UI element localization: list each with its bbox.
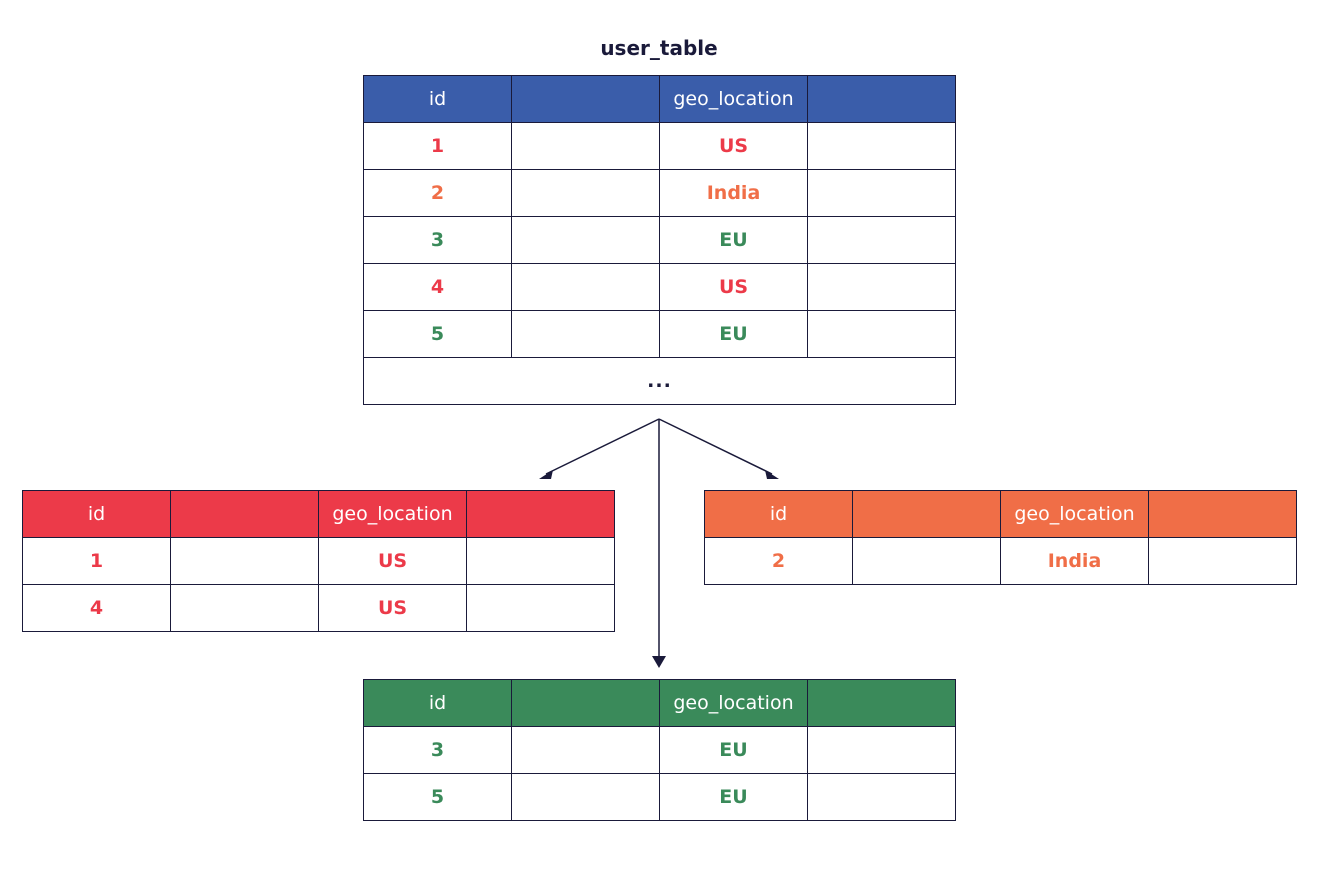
blank-cell bbox=[511, 310, 660, 358]
arrowhead-india bbox=[765, 470, 779, 479]
table-row: 4 US bbox=[22, 584, 615, 632]
main-table-title: user_table bbox=[600, 36, 718, 60]
table-row: 4 US bbox=[363, 263, 956, 311]
header-cell-blank bbox=[1148, 490, 1297, 538]
blank-cell bbox=[852, 537, 1001, 585]
geo-cell: India bbox=[1000, 537, 1149, 585]
blank-cell bbox=[511, 773, 660, 821]
id-cell: 4 bbox=[22, 584, 171, 632]
geo-cell: US bbox=[318, 537, 467, 585]
geo-cell: EU bbox=[659, 216, 808, 264]
us-table: id geo_location 1 US 4 US bbox=[22, 490, 615, 632]
arrow-to-india-table bbox=[658, 418, 773, 475]
header-cell-geo-location: geo_location bbox=[659, 679, 808, 727]
header-cell-geo-location: geo_location bbox=[1000, 490, 1149, 538]
id-cell: 2 bbox=[363, 169, 512, 217]
id-cell: 4 bbox=[363, 263, 512, 311]
blank-cell bbox=[807, 726, 956, 774]
blank-cell bbox=[511, 726, 660, 774]
blank-cell bbox=[466, 584, 615, 632]
id-cell: 1 bbox=[363, 122, 512, 170]
blank-cell bbox=[807, 216, 956, 264]
geo-cell: India bbox=[659, 169, 808, 217]
geo-cell: US bbox=[318, 584, 467, 632]
header-cell-id: id bbox=[363, 75, 512, 123]
ellipsis-row: ... bbox=[363, 357, 956, 405]
header-cell-blank bbox=[807, 679, 956, 727]
india-table: id geo_location 2 India bbox=[704, 490, 1297, 585]
table-row: 2 India bbox=[363, 169, 956, 217]
eu-table-header-row: id geo_location bbox=[363, 679, 956, 727]
header-cell-blank bbox=[511, 679, 660, 727]
india-table-header-row: id geo_location bbox=[704, 490, 1297, 538]
header-cell-blank bbox=[170, 490, 319, 538]
header-cell-blank bbox=[511, 75, 660, 123]
table-row: 1 US bbox=[22, 537, 615, 585]
blank-cell bbox=[807, 773, 956, 821]
table-row: 2 India bbox=[704, 537, 1297, 585]
id-cell: 3 bbox=[363, 216, 512, 264]
blank-cell bbox=[466, 537, 615, 585]
blank-cell bbox=[511, 122, 660, 170]
us-table-header-row: id geo_location bbox=[22, 490, 615, 538]
geo-cell: EU bbox=[659, 773, 808, 821]
header-cell-blank bbox=[852, 490, 1001, 538]
geo-cell: EU bbox=[659, 726, 808, 774]
ellipsis-cell: ... bbox=[363, 357, 956, 405]
arrowhead-us bbox=[539, 470, 553, 479]
blank-cell bbox=[170, 584, 319, 632]
header-cell-blank bbox=[807, 75, 956, 123]
id-cell: 1 bbox=[22, 537, 171, 585]
eu-table: id geo_location 3 EU 5 EU bbox=[363, 679, 956, 821]
header-cell-id: id bbox=[22, 490, 171, 538]
table-row: 3 EU bbox=[363, 726, 956, 774]
main-table-header-row: id geo_location bbox=[363, 75, 956, 123]
blank-cell bbox=[170, 537, 319, 585]
blank-cell bbox=[807, 169, 956, 217]
arrow-to-us-table bbox=[545, 418, 660, 475]
main-table: id geo_location 1 US 2 India 3 EU 4 US 5… bbox=[363, 75, 956, 405]
blank-cell bbox=[1148, 537, 1297, 585]
blank-cell bbox=[807, 310, 956, 358]
header-cell-id: id bbox=[363, 679, 512, 727]
blank-cell bbox=[807, 122, 956, 170]
blank-cell bbox=[807, 263, 956, 311]
header-cell-blank bbox=[466, 490, 615, 538]
header-cell-id: id bbox=[704, 490, 853, 538]
table-row: 3 EU bbox=[363, 216, 956, 264]
id-cell: 5 bbox=[363, 773, 512, 821]
id-cell: 3 bbox=[363, 726, 512, 774]
table-row: 5 EU bbox=[363, 773, 956, 821]
header-cell-geo-location: geo_location bbox=[318, 490, 467, 538]
arrowhead-eu bbox=[652, 656, 666, 668]
id-cell: 2 bbox=[704, 537, 853, 585]
geo-cell: EU bbox=[659, 310, 808, 358]
